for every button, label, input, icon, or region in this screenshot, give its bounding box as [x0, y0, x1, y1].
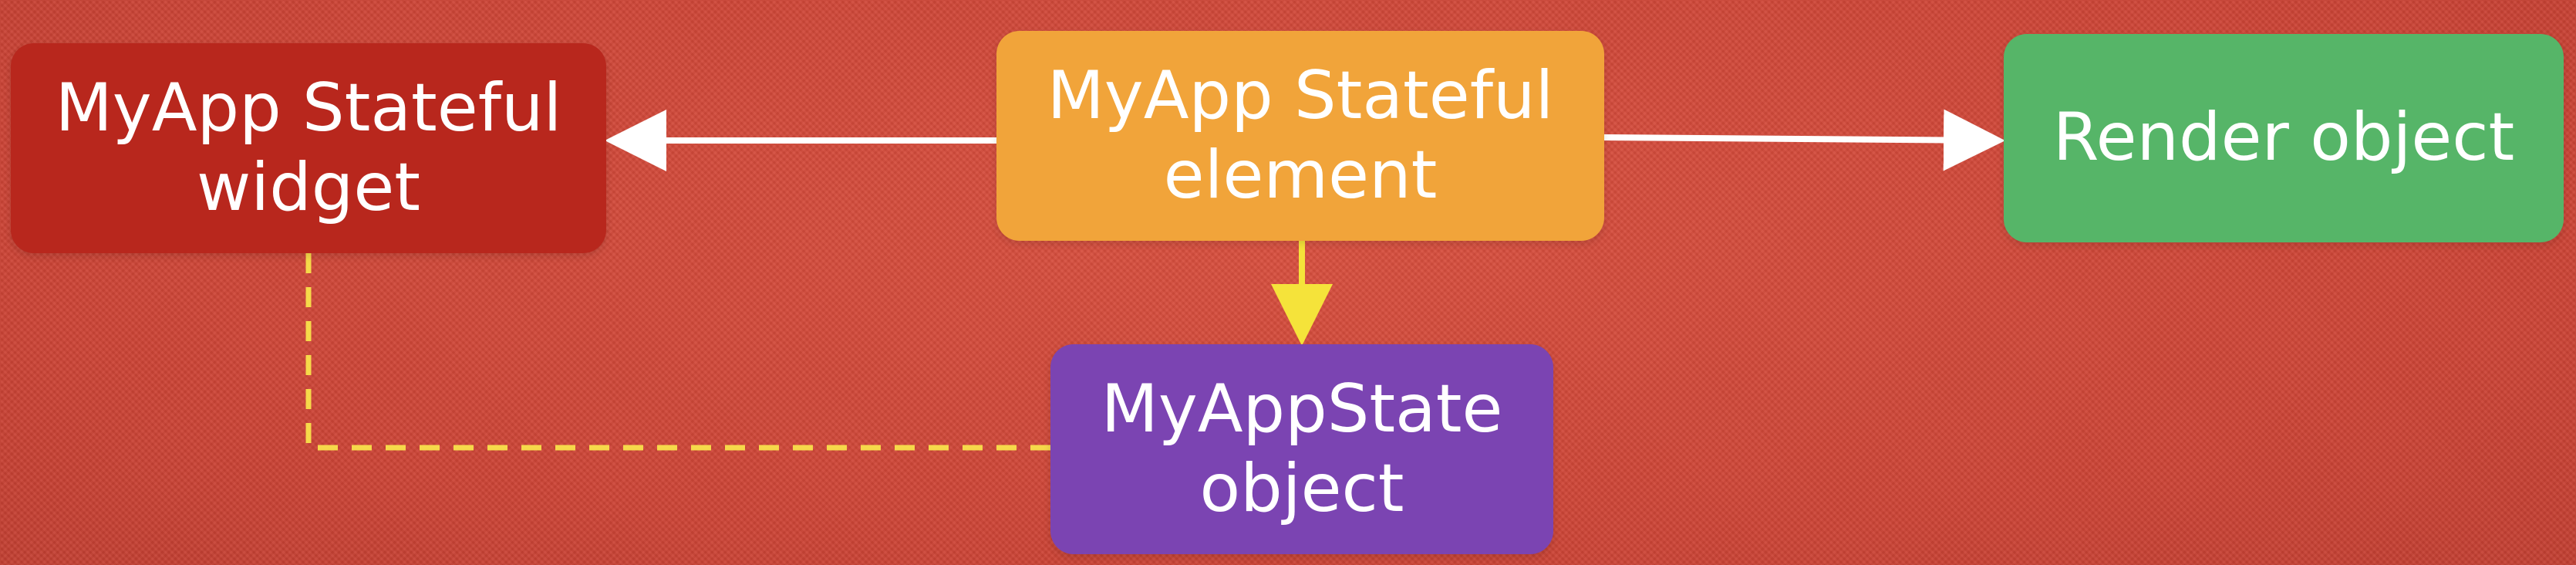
state-node: MyAppState object: [1050, 344, 1553, 554]
element-node: MyApp Stateful element: [996, 31, 1604, 241]
render-node-label: Render object: [2053, 98, 2515, 178]
state-node-label: MyAppState object: [1101, 370, 1503, 529]
element-node-label-line1: MyApp Stateful: [1047, 56, 1554, 134]
render-node: Render object: [2004, 34, 2564, 242]
state-node-label-line1: MyAppState: [1101, 370, 1503, 448]
render-node-label-line1: Render object: [2052, 99, 2515, 177]
widget-node-label: MyApp Stateful widget: [56, 69, 562, 228]
state-node-label-line2: object: [1199, 450, 1404, 527]
element-node-label-line2: element: [1163, 137, 1438, 214]
edge-widget-to-state-dashed: [305, 253, 1050, 451]
edge-element-to-render-arrow: [1603, 109, 2005, 171]
element-node-label: MyApp Stateful element: [1047, 56, 1554, 215]
widget-node: MyApp Stateful widget: [11, 43, 606, 253]
widget-node-label-line1: MyApp Stateful: [55, 69, 562, 147]
widget-node-label-line2: widget: [196, 149, 421, 226]
